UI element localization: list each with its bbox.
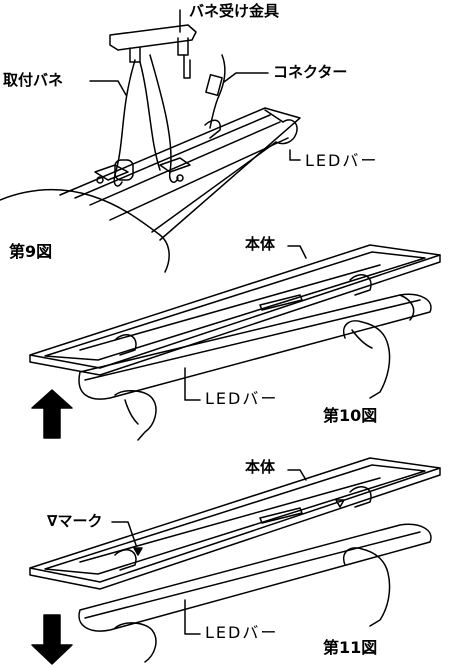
hand-left: [114, 622, 157, 663]
leader-connector: [223, 72, 269, 83]
leader-mounting-spring: [89, 80, 127, 96]
label-mounting-spring: 取付バネ: [2, 71, 65, 89]
leader-body: [287, 245, 307, 259]
down-arrow: [31, 614, 73, 665]
spring-bracket: [109, 24, 197, 51]
led-bar: [78, 293, 432, 400]
label-triangle-mark: ∇マーク: [46, 512, 104, 530]
mounting-spring-right: [149, 54, 179, 183]
hand-right: [343, 320, 391, 399]
ceiling-outline: [0, 188, 170, 273]
label-body: 本体: [244, 235, 277, 253]
mounting-spring-left: [113, 59, 136, 187]
hand-right: [343, 547, 391, 627]
label-spring-bracket: バネ受け金具: [188, 2, 281, 20]
connector-cable: [209, 54, 226, 129]
hand-left: [114, 390, 157, 441]
leader-led-bar: [289, 149, 301, 161]
leader-body: [287, 469, 307, 481]
caption-figure11: 第11図: [323, 638, 378, 657]
led-bar: [78, 523, 432, 632]
figure11-drawing: [29, 457, 441, 665]
label-connector: コネクター: [272, 63, 349, 81]
led-bar-end: [275, 119, 298, 145]
triangle-mark: [133, 547, 143, 556]
label-body: 本体: [244, 458, 277, 476]
caption-figure10: 第10図: [323, 406, 378, 425]
label-led-bar: LEDバー: [204, 623, 280, 642]
label-led-bar: LEDバー: [304, 151, 380, 170]
leader-led-bar: [184, 599, 201, 635]
leader-led-bar: [184, 367, 201, 401]
up-arrow: [31, 389, 73, 439]
caption-figure9: 第9図: [9, 242, 53, 261]
figure10-drawing: [29, 244, 441, 441]
label-led-bar: LEDバー: [204, 389, 280, 408]
leader-mark: [111, 521, 137, 546]
figure9-drawing: [0, 9, 301, 273]
fixture-tray: [59, 107, 301, 241]
